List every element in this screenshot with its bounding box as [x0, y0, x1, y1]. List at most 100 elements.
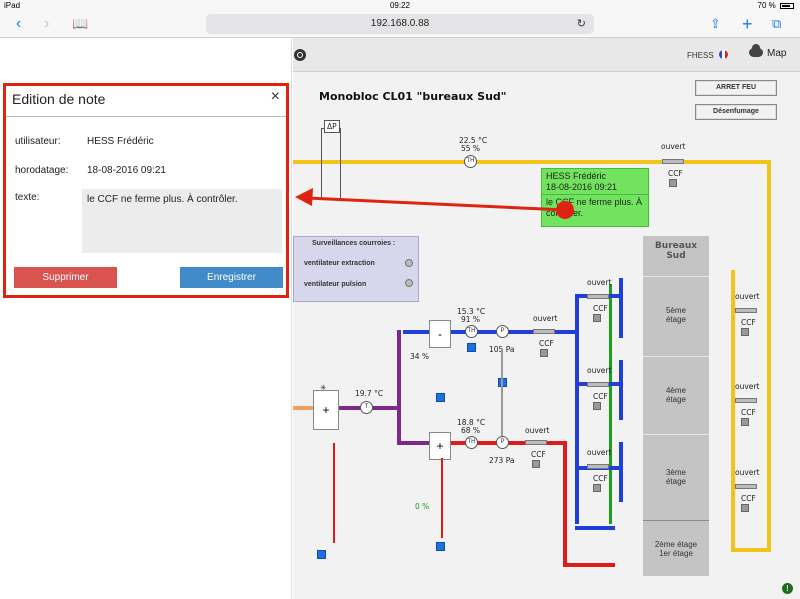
- address-bar[interactable]: 192.168.0.88 ↻: [206, 14, 594, 34]
- outdoor-temp: 22.5 °C: [459, 136, 488, 145]
- mix-temp: 19.7 °C: [355, 389, 384, 398]
- note-sticky[interactable]: HESS Frédéric 18-08-2016 09:21 le CCF ne…: [541, 168, 649, 227]
- supply-damper-control[interactable]: [532, 460, 540, 468]
- outdoor-th-sensor[interactable]: TH: [464, 155, 477, 168]
- inlet-duct: [293, 406, 313, 410]
- note-text-field[interactable]: le CCF ne ferme plus. À contrôler.: [82, 189, 282, 253]
- damper-l3[interactable]: [587, 464, 609, 469]
- floor-3-line2: étage: [665, 476, 687, 486]
- damper-l4[interactable]: [587, 382, 609, 387]
- damper-control[interactable]: [669, 179, 677, 187]
- extract-riser: [575, 294, 579, 524]
- damper-l3-label: CCF: [593, 474, 608, 483]
- extract-damper-label: CCF: [539, 339, 554, 348]
- back-icon[interactable]: ‹: [16, 15, 22, 32]
- save-button[interactable]: Enregistrer: [180, 267, 283, 288]
- extract-duct: [403, 330, 577, 334]
- extract-th-sensor[interactable]: TH: [465, 325, 478, 338]
- cooling-pump-icon[interactable]: [436, 393, 445, 402]
- damper-l5[interactable]: [587, 294, 609, 299]
- extract-damper-control[interactable]: [540, 349, 548, 357]
- extract-alarm-icon[interactable]: [467, 343, 476, 352]
- damper-l5-control[interactable]: [593, 314, 601, 322]
- divider: [6, 116, 286, 117]
- search-icon[interactable]: [294, 49, 306, 61]
- heating-coil[interactable]: +: [429, 432, 451, 460]
- damper-l3-control[interactable]: [593, 484, 601, 492]
- heating-pipe: [441, 458, 443, 538]
- heat-recovery-coil: [321, 128, 341, 200]
- extract-branch-5: [619, 278, 623, 338]
- delete-button[interactable]: Supprimer: [14, 267, 117, 288]
- damper-right4-label: CCF: [741, 408, 756, 417]
- supply-th-sensor[interactable]: TH: [465, 436, 478, 449]
- cooling-coil[interactable]: -: [429, 320, 451, 348]
- damper-right5-status: ouvert: [735, 292, 760, 301]
- battery-icon: [780, 3, 794, 9]
- cooling-valve-pct: 34 %: [410, 352, 430, 361]
- exhaust-duct: [293, 160, 771, 164]
- reload-icon[interactable]: ↻: [576, 18, 586, 30]
- damper-right3-control[interactable]: [741, 504, 749, 512]
- forward-icon[interactable]: ›: [44, 15, 50, 32]
- map-link[interactable]: Map: [767, 48, 787, 59]
- outdoor-humidity: 55 %: [461, 144, 481, 153]
- browser-toolbar: ‹ › 📖 192.168.0.88 ↻ ⇪ + ⧉: [0, 12, 800, 38]
- note-text: le CCF ne ferme plus. À contrôler.: [546, 197, 643, 218]
- supply-damper[interactable]: [525, 440, 547, 445]
- app-header: FHESS Map: [293, 38, 800, 72]
- fire-stop-button[interactable]: ARRET FEU: [695, 80, 777, 96]
- damper-l4-status: ouvert: [587, 366, 612, 375]
- floor-5-line1: 5ème: [665, 305, 686, 315]
- supply-riser-red: [563, 441, 567, 567]
- preheat-pump-icon[interactable]: [317, 550, 326, 559]
- synoptic-view: FHESS Map Monobloc CL01 "bureaux Sud" AR…: [293, 38, 800, 599]
- pressure-link: [501, 348, 503, 436]
- tabs-icon[interactable]: ⧉: [772, 16, 782, 31]
- heating-pump-icon[interactable]: [436, 542, 445, 551]
- share-icon[interactable]: ⇪: [710, 16, 721, 31]
- damper-right4-control[interactable]: [741, 418, 749, 426]
- exhaust-duct-riser-2: [731, 270, 735, 550]
- note-divider: [542, 194, 648, 195]
- exhaust-duct-link: [731, 548, 771, 552]
- note-author: HESS Frédéric: [546, 171, 607, 181]
- frost-symbol: ✳: [320, 383, 327, 392]
- mixing-to-supply: [397, 441, 437, 445]
- damper-right3[interactable]: [735, 484, 757, 489]
- battery-percent: 70 %: [757, 1, 776, 10]
- damper-right5[interactable]: [735, 308, 757, 313]
- user-indicator[interactable]: FHESS: [687, 50, 728, 60]
- damper-l4-control[interactable]: [593, 402, 601, 410]
- extraction-fan-led: [405, 259, 413, 267]
- new-tab-icon[interactable]: +: [742, 14, 753, 34]
- supply-humidity: 68 %: [461, 426, 481, 435]
- text-label: texte:: [15, 192, 40, 203]
- damper-right4[interactable]: [735, 398, 757, 403]
- smoke-extraction-button[interactable]: Désenfumage: [695, 104, 777, 120]
- building-name-line2: Sud: [666, 251, 686, 261]
- bookmarks-icon[interactable]: 📖: [72, 16, 89, 31]
- close-icon[interactable]: ×: [270, 88, 280, 105]
- extract-temp: 15.3 °C: [457, 307, 486, 316]
- cloud-icon[interactable]: [749, 44, 763, 57]
- supply-temp: 18.8 °C: [457, 418, 486, 427]
- damper-l5-status: ouvert: [587, 278, 612, 287]
- extract-pressure-sensor[interactable]: P: [496, 325, 509, 338]
- supply-pressure-sensor[interactable]: P: [496, 436, 509, 449]
- damper-right5-control[interactable]: [741, 328, 749, 336]
- french-flag-icon[interactable]: [718, 50, 728, 59]
- user-value: HESS Frédéric: [87, 136, 154, 147]
- status-bar: iPad 09:22 70 %: [0, 0, 800, 12]
- alert-icon[interactable]: !: [782, 583, 793, 594]
- extract-damper[interactable]: [533, 329, 555, 334]
- damper[interactable]: [662, 159, 684, 164]
- mix-temp-sensor[interactable]: T: [360, 401, 373, 414]
- preheat-coil[interactable]: +: [313, 390, 339, 430]
- building-name-line1: Bureaux: [654, 241, 698, 251]
